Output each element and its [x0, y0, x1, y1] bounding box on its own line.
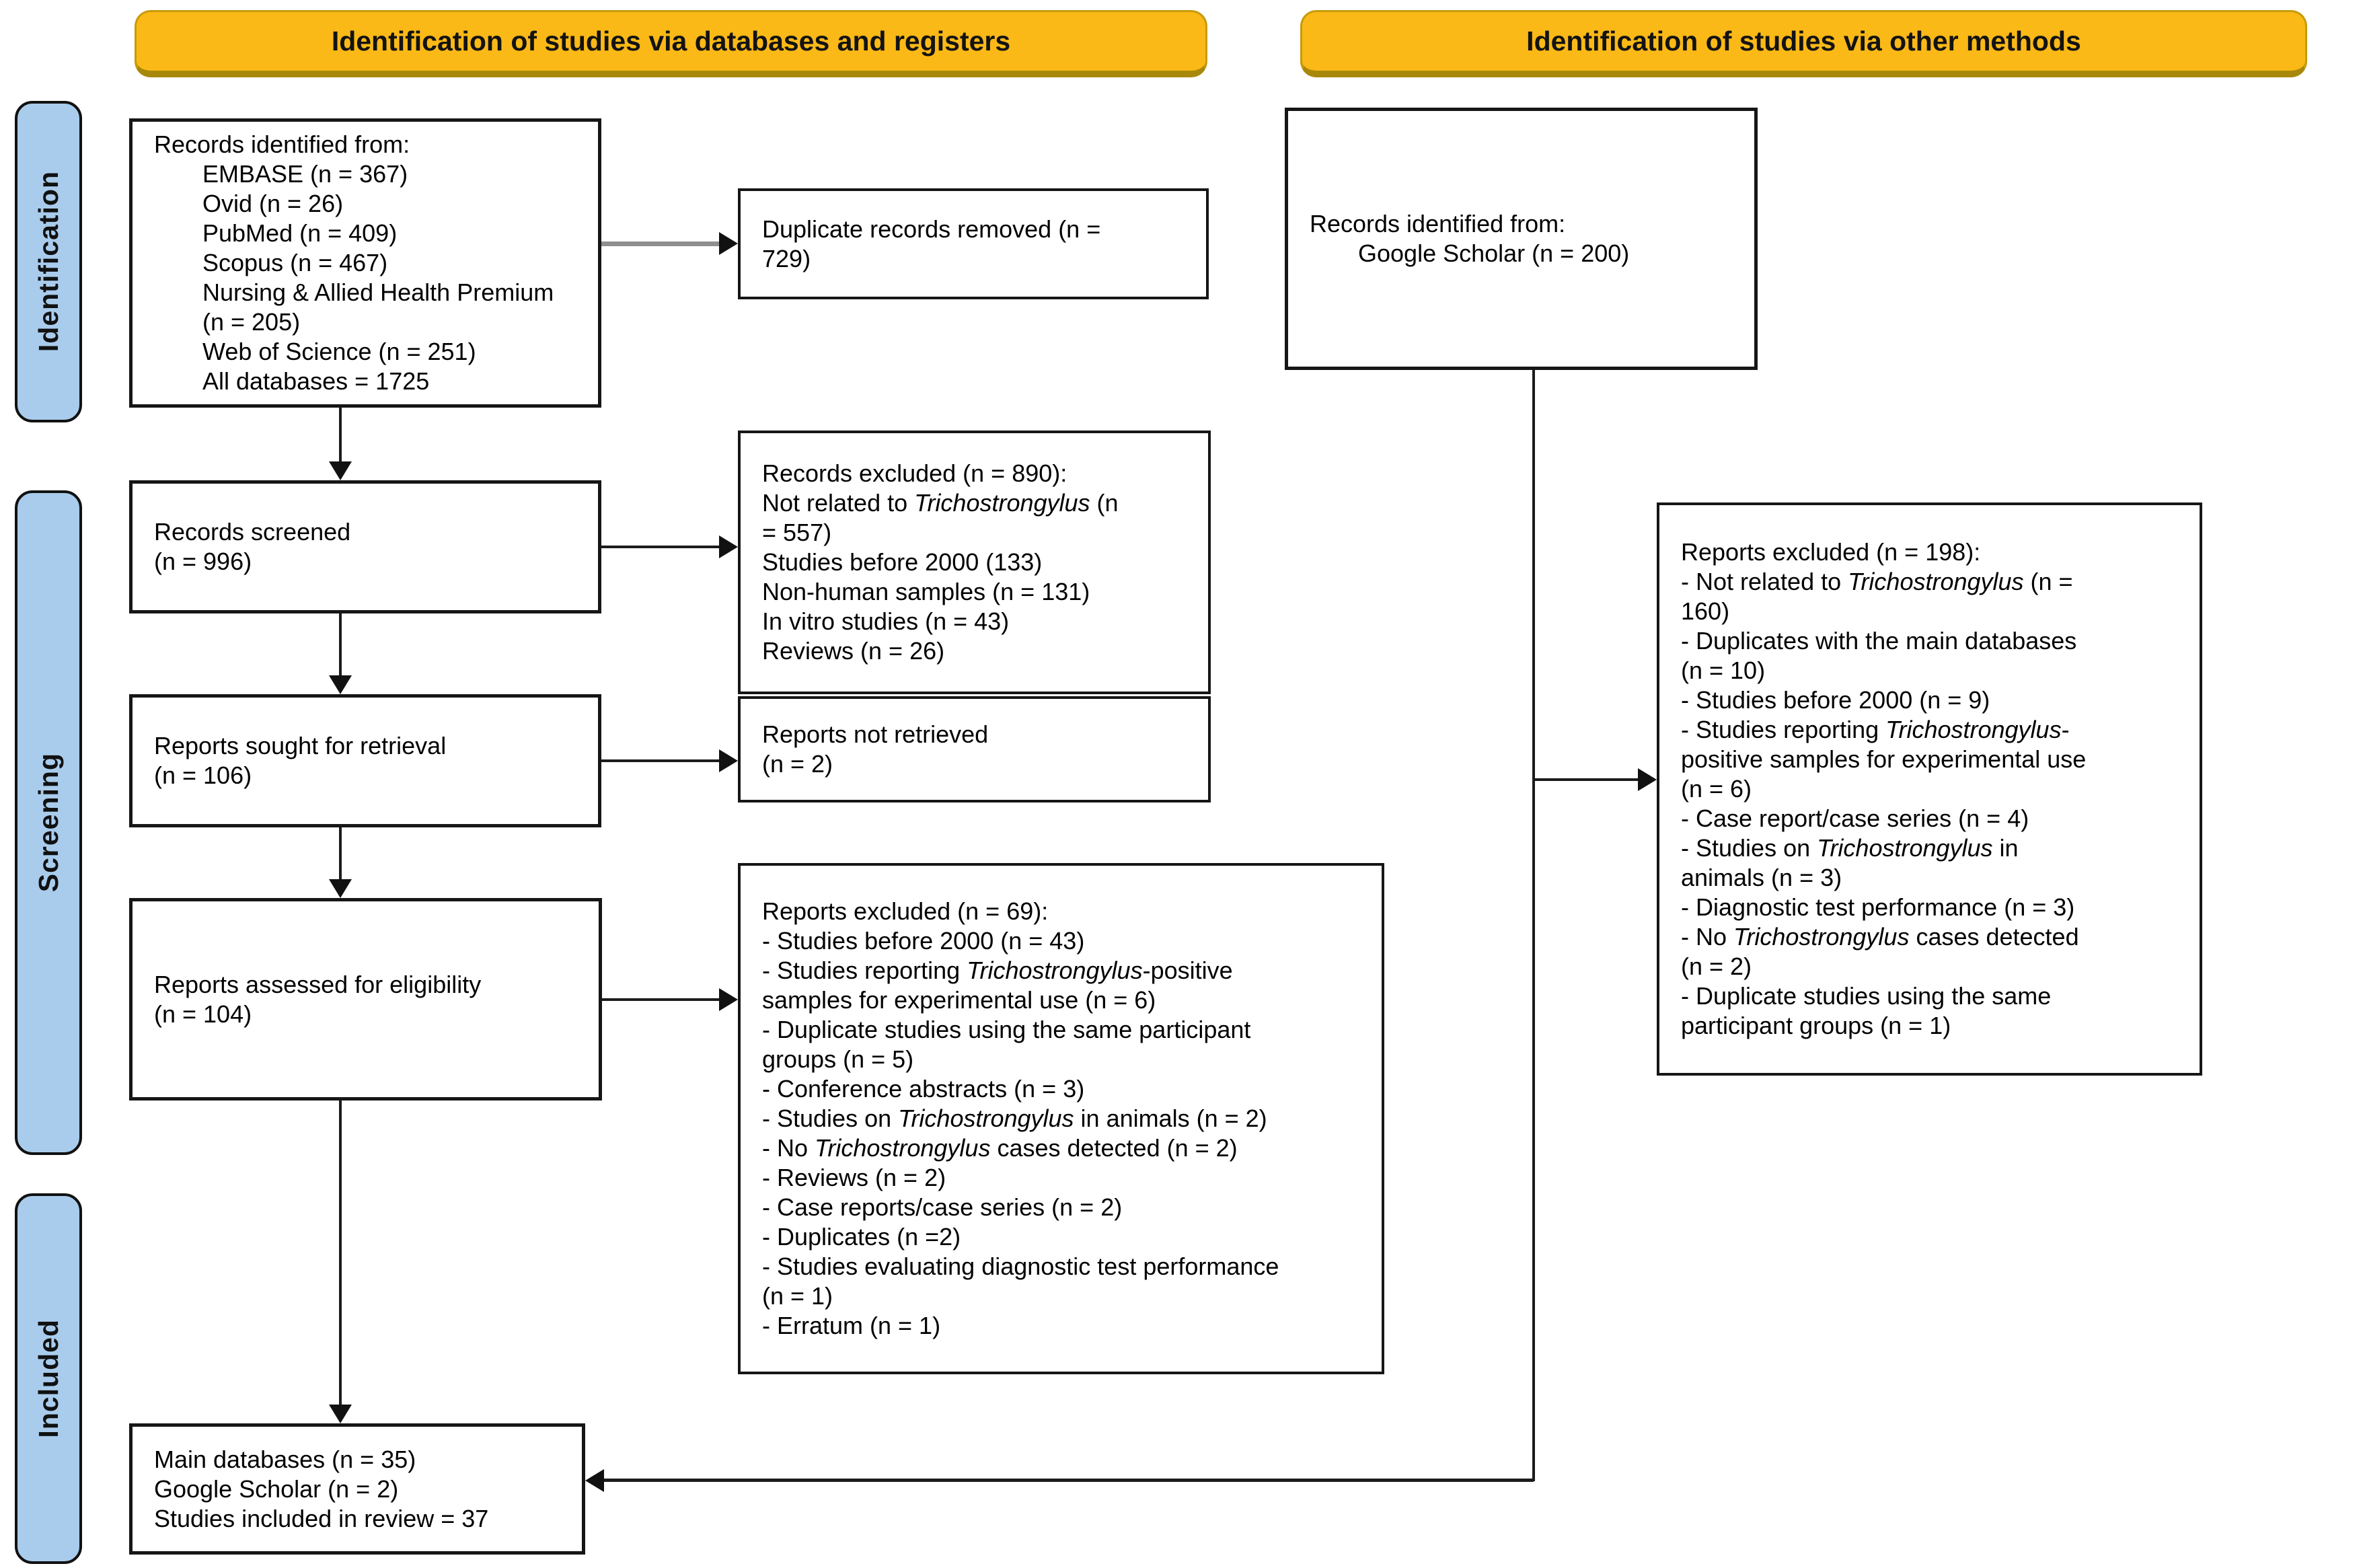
- arrow-trunk-to-included-head: [585, 1469, 604, 1492]
- sidebar-screening-label: Screening: [32, 753, 64, 893]
- sidebar-identification: Identification: [15, 101, 82, 422]
- banner-databases-registers: Identification of studies via databases …: [135, 10, 1207, 77]
- arrow-identified-to-duplicates-line: [601, 241, 720, 246]
- arrow-screened-to-sought-line: [339, 613, 342, 677]
- arrow-identified-to-screened-line: [339, 408, 342, 463]
- banner-other-methods: Identification of studies via other meth…: [1300, 10, 2307, 77]
- box-duplicates-removed: Duplicate records removed (n =729): [738, 188, 1209, 299]
- arrow-sought-to-notretrieved-line: [601, 759, 720, 762]
- sidebar-included-label: Included: [32, 1319, 64, 1438]
- arrow-screened-to-excluded-line: [601, 546, 720, 548]
- arrow-identified-to-screened-head: [329, 461, 352, 480]
- banner-databases-registers-label: Identification of studies via databases …: [331, 26, 1011, 57]
- box-reports-assessed: Reports assessed for eligibility(n = 104…: [129, 898, 602, 1100]
- arrow-screened-to-excluded-head: [719, 535, 738, 558]
- box-studies-included: Main databases (n = 35)Google Scholar (n…: [129, 1423, 585, 1555]
- arrow-assessed-to-excluded-head: [719, 988, 738, 1011]
- arrow-sought-to-notretrieved-head: [719, 749, 738, 772]
- box-reports-excluded-198: Reports excluded (n = 198):- Not related…: [1657, 502, 2202, 1076]
- box-records-excluded-890: Records excluded (n = 890):Not related t…: [738, 431, 1211, 694]
- arrow-assessed-to-excluded-line: [601, 998, 720, 1001]
- box-reports-excluded-69: Reports excluded (n = 69):- Studies befo…: [738, 863, 1384, 1374]
- banner-other-methods-label: Identification of studies via other meth…: [1526, 26, 2081, 57]
- arrow-assessed-to-included-line: [339, 1100, 342, 1407]
- box-records-identified-databases: Records identified from:EMBASE (n = 367)…: [129, 118, 601, 408]
- arrow-identified-to-duplicates-head: [719, 232, 738, 255]
- arrow-trunk-to-excluded198-line: [1534, 778, 1639, 781]
- sidebar-identification-label: Identification: [32, 171, 64, 352]
- arrow-assessed-to-included-head: [329, 1405, 352, 1423]
- arrow-sought-to-assessed-line: [339, 827, 342, 881]
- arrow-sought-to-assessed-head: [329, 879, 352, 898]
- arrow-screened-to-sought-head: [329, 675, 352, 694]
- sidebar-screening: Screening: [15, 490, 82, 1155]
- box-reports-sought: Reports sought for retrieval(n = 106): [129, 694, 601, 827]
- box-records-identified-other: Records identified from:Google Scholar (…: [1285, 108, 1758, 370]
- sidebar-included: Included: [15, 1193, 82, 1564]
- arrow-trunk-to-excluded198-head: [1638, 768, 1657, 791]
- box-reports-not-retrieved: Reports not retrieved(n = 2): [738, 696, 1211, 802]
- line-other-methods-trunk: [1532, 370, 1535, 1481]
- box-records-screened: Records screened(n = 996): [129, 480, 601, 613]
- arrow-trunk-to-included-line: [603, 1479, 1534, 1482]
